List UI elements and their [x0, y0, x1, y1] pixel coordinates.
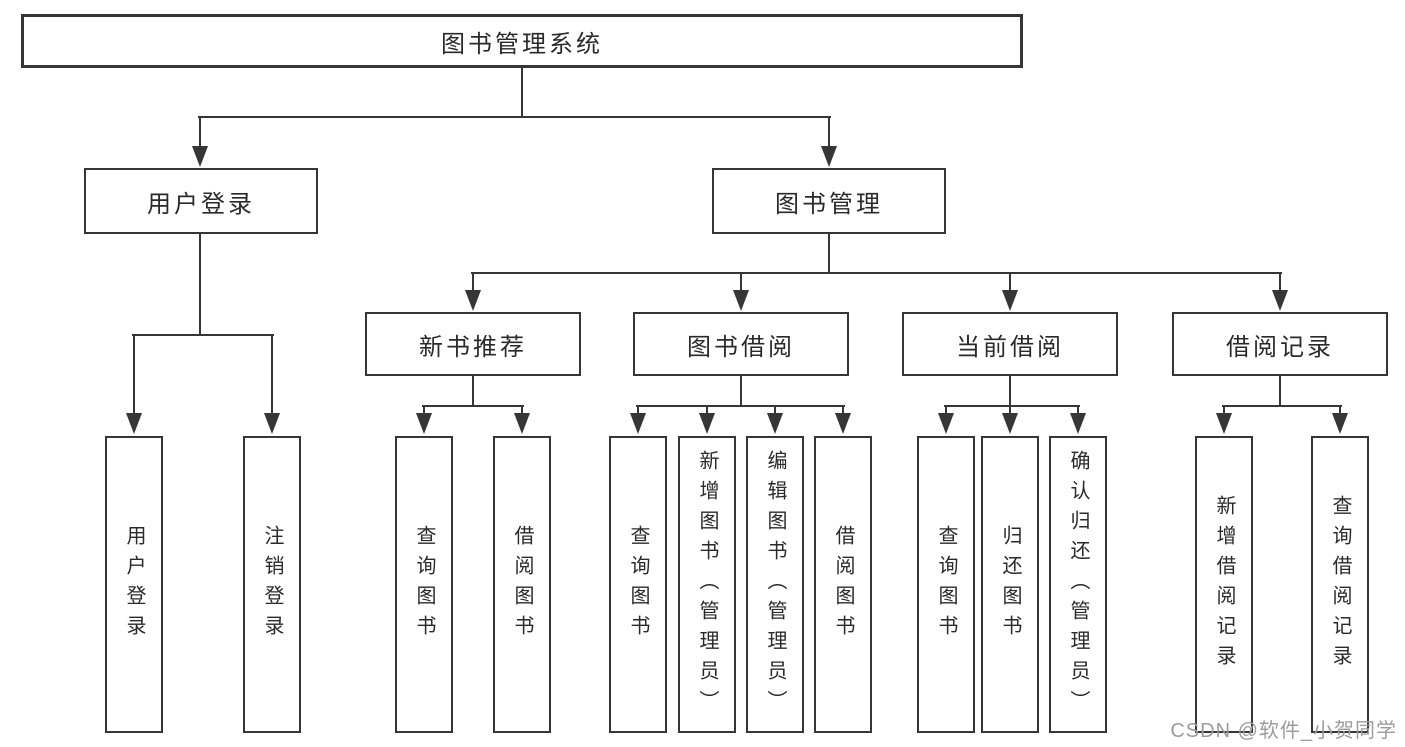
- arrowheads: [126, 146, 1348, 434]
- leaf-add-books-admin: 新增图书（管理员）: [678, 436, 736, 733]
- watermark-csdn: CSDN @软件_小贺同学: [1170, 720, 1397, 742]
- leaf-confirm-return-admin: 确认归还（管理员）: [1049, 436, 1107, 733]
- leaf-logout-login: 注销登录: [243, 436, 301, 733]
- leaf-query-borrowing-record: 查询借阅记录: [1311, 436, 1369, 733]
- node-book-management: 图书管理: [712, 168, 946, 234]
- leaf-edit-books-admin: 编辑图书（管理员）: [746, 436, 804, 733]
- leaf-query-books-recommend: 查询图书: [395, 436, 453, 733]
- leaf-query-books-current: 查询图书: [917, 436, 975, 733]
- leaf-add-borrowing-record: 新增借阅记录: [1195, 436, 1253, 733]
- node-current-borrowing-label: 当前借阅: [956, 333, 1064, 361]
- node-new-book-recommendation-label: 新书推荐: [419, 333, 527, 361]
- node-new-book-recommendation: 新书推荐: [365, 312, 581, 376]
- node-borrowing-records: 借阅记录: [1172, 312, 1388, 376]
- node-root-label: 图书管理系统: [441, 30, 603, 58]
- node-library-management-system: 图书管理系统: [21, 14, 1023, 68]
- leaf-user-login: 用户登录: [105, 436, 163, 733]
- leaf-return-books: 归还图书: [981, 436, 1039, 733]
- node-user-login: 用户登录: [84, 168, 318, 234]
- leaf-query-books-borrowing: 查询图书: [609, 436, 667, 733]
- node-user-login-label: 用户登录: [147, 190, 255, 218]
- leaf-borrow-books-recommend: 借阅图书: [493, 436, 551, 733]
- node-borrowing-records-label: 借阅记录: [1226, 333, 1334, 361]
- node-book-borrowing: 图书借阅: [633, 312, 849, 376]
- leaf-borrow-books: 借阅图书: [814, 436, 872, 733]
- node-book-borrowing-label: 图书借阅: [687, 333, 795, 361]
- node-current-borrowing: 当前借阅: [902, 312, 1118, 376]
- node-book-management-label: 图书管理: [775, 190, 883, 218]
